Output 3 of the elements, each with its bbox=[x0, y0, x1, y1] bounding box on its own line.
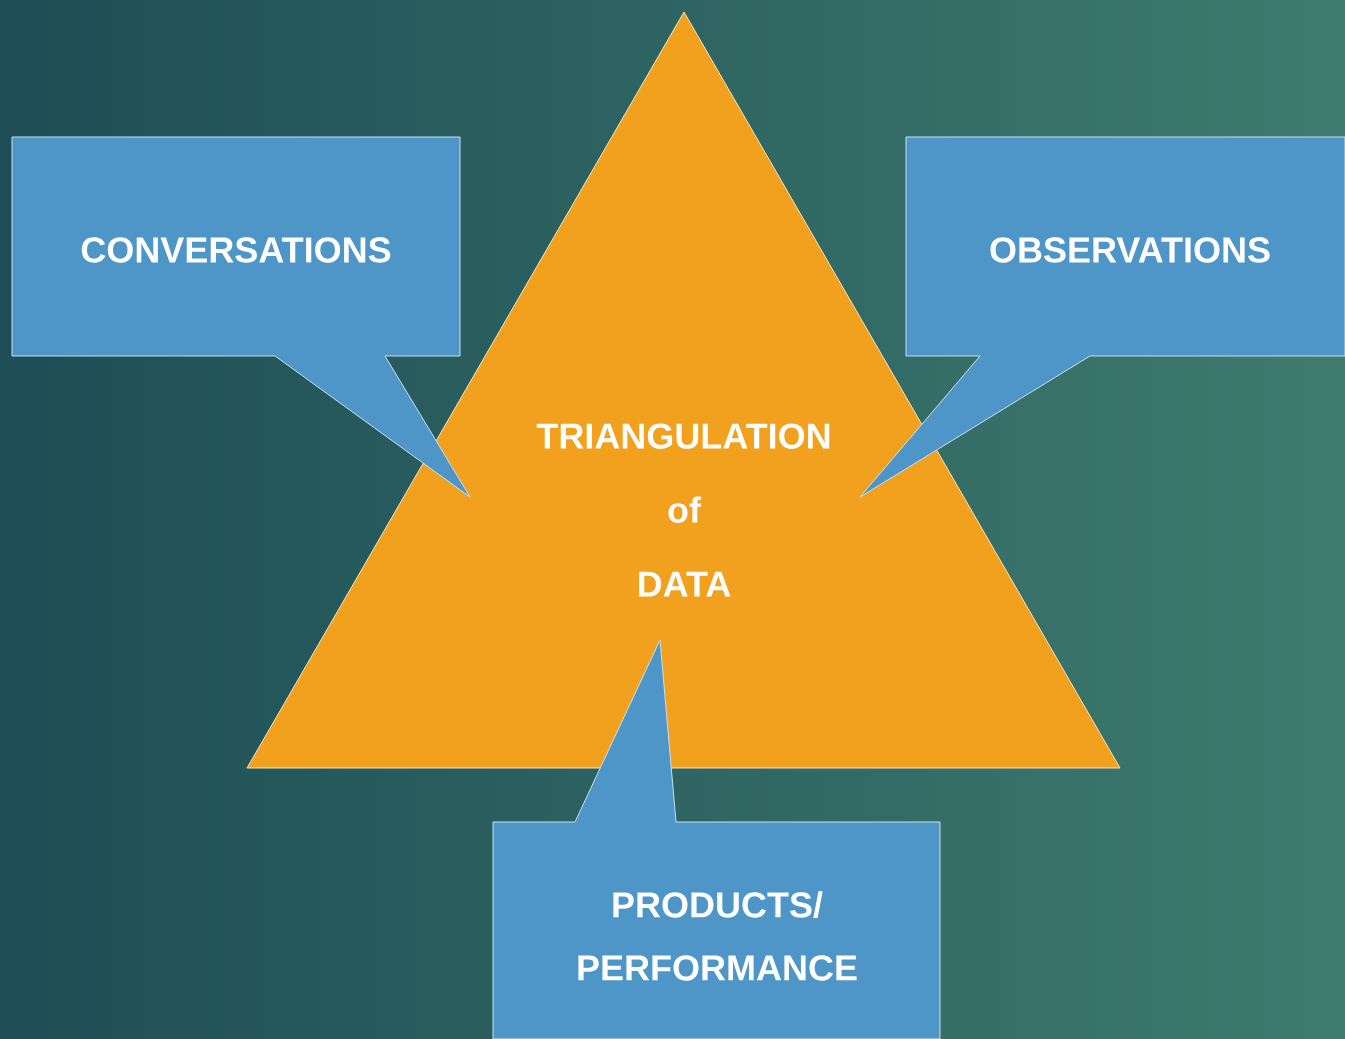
speech-bubble: CONVERSATIONS bbox=[11, 136, 471, 498]
speech-bubble: OBSERVATIONS bbox=[859, 136, 1345, 498]
speech-bubble: PRODUCTS/ PERFORMANCE bbox=[492, 639, 941, 1039]
